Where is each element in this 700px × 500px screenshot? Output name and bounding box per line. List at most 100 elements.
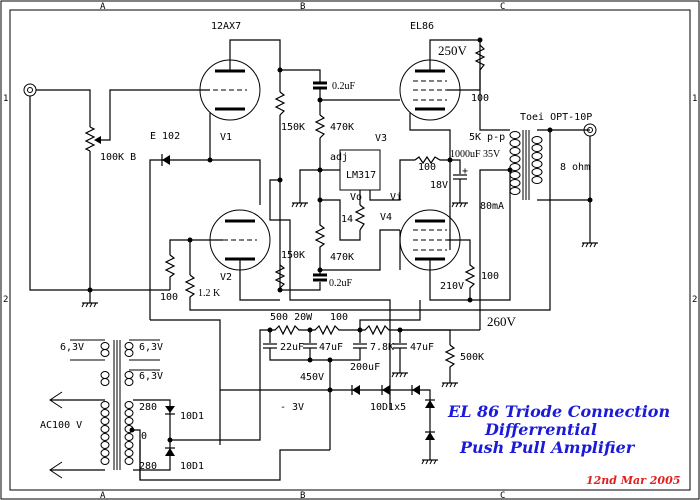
- volume-pot-label: 100K B: [100, 152, 136, 163]
- border-row-1-left: 1: [3, 94, 8, 104]
- plate-current: 80mA: [480, 201, 504, 212]
- volume-potentiometer-icon: [84, 89, 210, 290]
- capacitor-coupling-bottom: 470K 0.2uF: [313, 200, 400, 289]
- c-bias-label: 1000uF 35V: [450, 149, 501, 160]
- opt-secondary-impedance: 8 ohm: [560, 162, 590, 173]
- power-transformer: 6,3V 6,3V 6,3V 280 0 280 AC100 V 10D1 10…: [40, 329, 270, 480]
- hv-top-label: 280: [139, 402, 157, 413]
- cap-polarity-plus-icon: +: [462, 166, 468, 177]
- capacitor-bias-supply: + 18V 1000uF 35V: [409, 113, 501, 250]
- v3-plate-voltage: 250V: [438, 43, 468, 58]
- ground-icon: [441, 382, 458, 388]
- regulator-pin-vi: Vi: [390, 192, 402, 203]
- secondary-winding-icon: [531, 136, 543, 184]
- border-col-a-bottom: A: [100, 491, 106, 500]
- rect-diode-bottom-label: 10D1: [180, 461, 204, 472]
- r-grid-v4-label: 470K: [330, 252, 354, 263]
- primary-winding-icon: [509, 131, 521, 195]
- heater-1-label: 6,3V: [60, 342, 84, 353]
- diode-icon: [351, 385, 360, 395]
- border-row-2-left: 2: [3, 295, 8, 305]
- tube-v4-ref: V4: [380, 212, 392, 223]
- diode-icon: [381, 385, 390, 395]
- diode-icon: [425, 399, 435, 408]
- rect-diode-top-label: 10D1: [180, 411, 204, 422]
- r-plate-v2-label: 150K: [281, 250, 305, 261]
- hv-bottom-label: 280: [139, 461, 157, 472]
- title-block: EL 86 Triode Connection Differrential Pu…: [447, 402, 680, 487]
- diode-icon: [411, 385, 420, 395]
- regulator-pin-vo: Vo: [350, 192, 362, 203]
- r-adj-label: 14: [341, 214, 353, 225]
- psu-filter: 500 20W 100 500K 22uF 47uF: [263, 300, 484, 388]
- lm317-regulator: LM317 adj Vo Vi 14 100 V4 V3: [291, 133, 450, 241]
- heater-winding-icon: [100, 342, 134, 386]
- hv-center-label: 0: [141, 431, 147, 442]
- tube-v1-ref: V1: [220, 132, 232, 143]
- led-bias-diode: E 102: [149, 131, 261, 445]
- r-g2-v3-label: 100: [471, 93, 489, 104]
- diode-icon: [425, 431, 435, 440]
- b-plus-raw-voltage: 450V: [300, 372, 324, 383]
- r-g2-v4-label: 100: [481, 271, 499, 282]
- title-line-3: Push Pull Amplifier: [459, 438, 636, 457]
- v4-plate-voltage: 210V: [440, 281, 464, 292]
- tube-v3-ref: V3: [375, 133, 387, 144]
- tube-v1-type: 12AX7: [211, 21, 241, 32]
- title-line-1: EL 86 Triode Connection: [447, 402, 670, 421]
- c-coupling-bottom-label: 0.2uF: [329, 278, 353, 289]
- regulator-pin-adj: adj: [330, 152, 348, 163]
- r-psu-3-label: 7.8K: [370, 342, 394, 353]
- resistor-plate-v1: 150K: [274, 67, 321, 290]
- electrolytic-cap-icon: [330, 330, 367, 361]
- mains-label: AC100 V: [40, 420, 82, 431]
- bias-diodes-label: 10D1x5: [370, 402, 406, 413]
- tube-v2: V2 100 1.2 K: [160, 209, 551, 311]
- r-bias-feed-label: 100: [418, 162, 436, 173]
- resistor-plate-v2: 150K: [269, 177, 391, 410]
- title-line-2: Differrential: [484, 420, 597, 439]
- r-psu-2-label: 100: [330, 312, 348, 323]
- input-jack-icon: [23, 83, 37, 97]
- border-row-1-right: 1: [692, 94, 697, 104]
- tube-v1: 12AX7 V1: [199, 21, 281, 160]
- r-plate-v1-label: 150K: [281, 122, 305, 133]
- ground-icon: [421, 459, 438, 465]
- led-diode-label: E 102: [150, 131, 180, 142]
- tube-v3-type: EL86: [410, 21, 434, 32]
- mains-arrow-icon: [49, 391, 63, 409]
- border-col-c-bottom: C: [500, 491, 505, 500]
- input-section: 100K B: [23, 83, 210, 308]
- bias-supply-voltage: 18V: [430, 180, 448, 191]
- regulator-part: LM317: [346, 170, 376, 181]
- r-psu-1-label: 500 20W: [270, 312, 313, 323]
- ground-icon: [81, 290, 98, 308]
- r-grid-v3-label: 470K: [330, 122, 354, 133]
- opt-primary-impedance: 5K p-p: [469, 132, 505, 143]
- capacitor-coupling-top: 0.2uF: [313, 81, 400, 115]
- border-col-b-bottom: B: [300, 491, 305, 500]
- opt-name: Toei OPT-10P: [520, 112, 592, 123]
- tube-v3: 100 250V EL86: [399, 21, 510, 131]
- tube-v4: 100 210V: [399, 170, 511, 303]
- r-cathode-label: 1.2 K: [198, 288, 221, 299]
- r-grid-stop-v2-label: 100: [160, 292, 178, 303]
- ground-icon: [291, 202, 308, 208]
- heater-3-label: 6,3V: [139, 371, 163, 382]
- ground-icon: [581, 242, 598, 248]
- c-psu-4-label: 47uF: [410, 342, 434, 353]
- c-coupling-top-label: 0.2uF: [332, 81, 356, 92]
- tube-v2-ref: V2: [220, 272, 232, 283]
- drawing-date: 12nd Mar 2005: [586, 474, 680, 487]
- heater-2-label: 6,3V: [139, 342, 163, 353]
- c-psu-2-label: 47uF: [319, 342, 343, 353]
- r-bleeder-label: 500K: [460, 352, 484, 363]
- rectifier-diode-icon: [165, 447, 175, 456]
- mains-arrow-icon: [49, 461, 63, 479]
- neg-bias-voltage: - 3V: [280, 402, 304, 413]
- electrolytic-cap-icon: [303, 330, 317, 360]
- b-plus-main-voltage: 260V: [487, 314, 517, 329]
- border-col-a-top: A: [100, 2, 106, 12]
